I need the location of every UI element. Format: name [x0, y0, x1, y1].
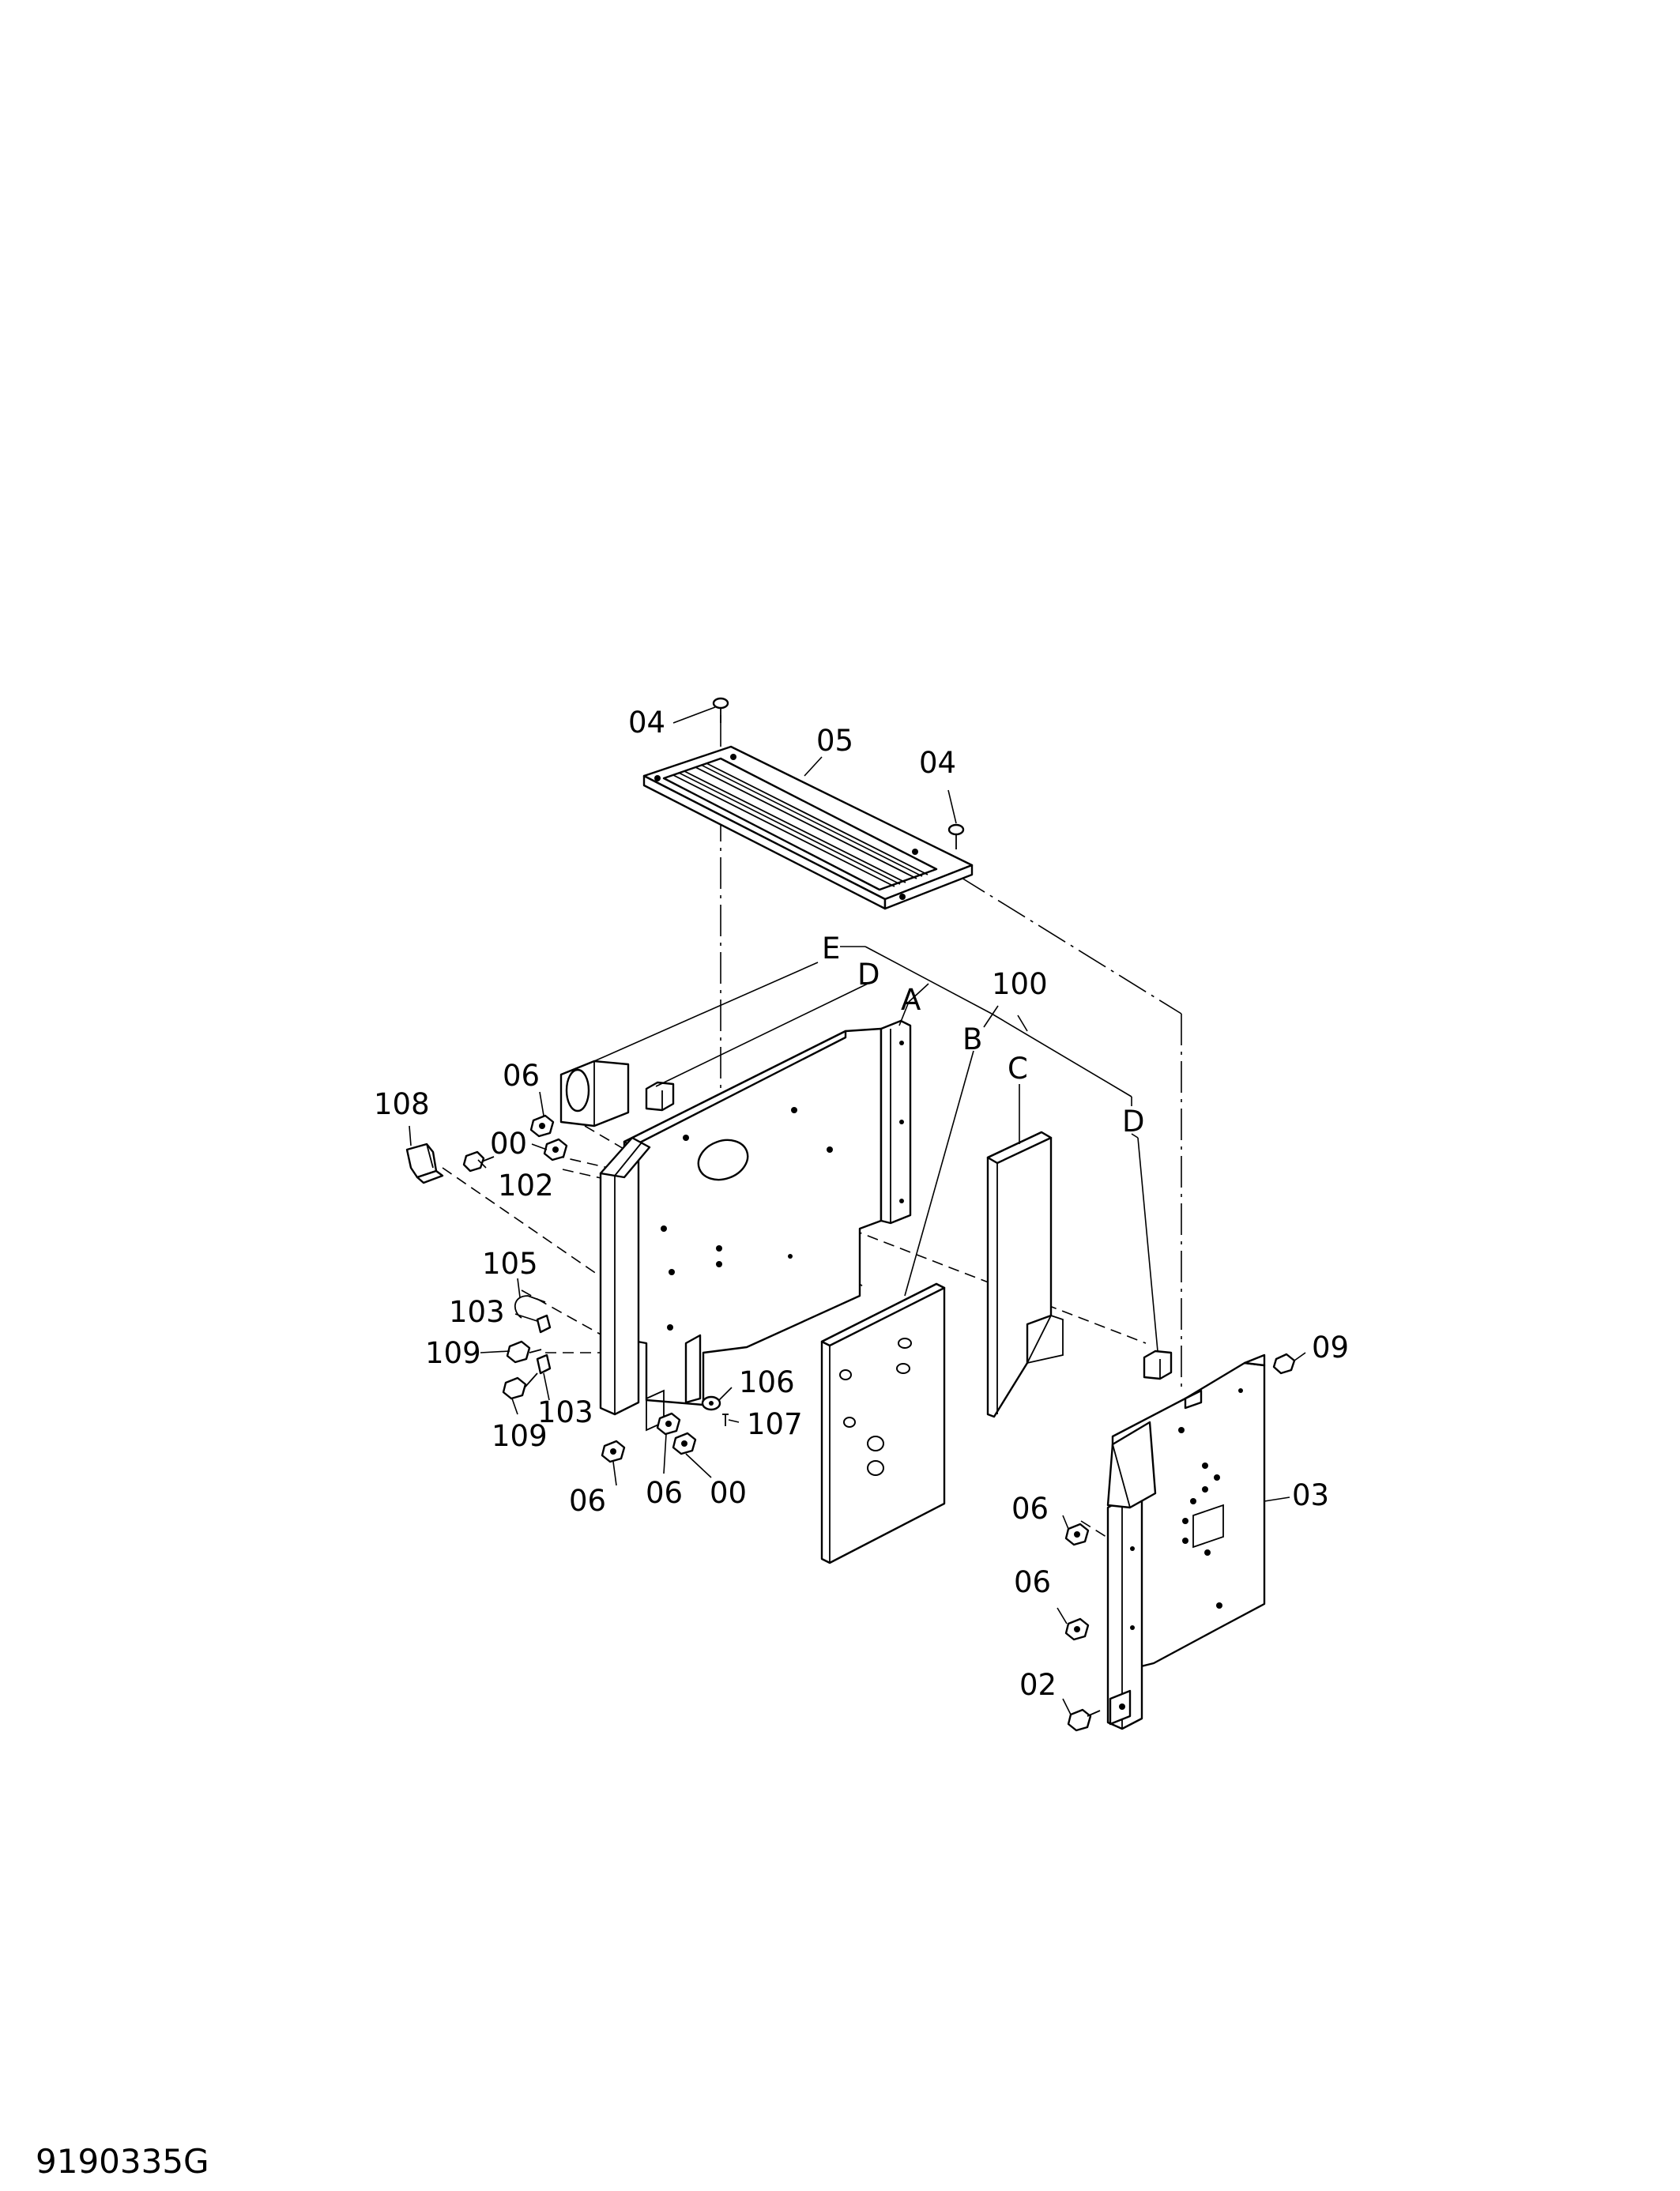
callout-05: 05 — [816, 724, 853, 758]
callout-103-lower: 103 — [537, 1395, 593, 1429]
side-panel-03 — [1106, 1353, 1266, 1730]
nut-06-right-lower-icon — [1064, 1617, 1090, 1641]
main-panel — [599, 1019, 912, 1432]
callout-D-lower: D — [1122, 1105, 1145, 1139]
pad-B — [820, 1282, 946, 1564]
callout-107: 107 — [747, 1407, 803, 1441]
callout-102: 102 — [498, 1169, 554, 1203]
pin-107-icon — [722, 1414, 729, 1426]
callout-106: 106 — [739, 1365, 795, 1399]
bolt-109-upper-icon — [506, 1340, 542, 1364]
callout-D-upper: D — [857, 958, 880, 992]
callout-04-left: 04 — [628, 706, 665, 740]
pad-D-upper — [645, 1081, 675, 1112]
callout-00-bottom: 00 — [710, 1476, 747, 1510]
callout-108: 108 — [374, 1087, 430, 1121]
callout-06-right-upper: 06 — [1011, 1492, 1049, 1526]
bolt-102-icon — [462, 1150, 495, 1173]
clip-103-lower-icon — [536, 1353, 552, 1375]
callout-06-top: 06 — [503, 1059, 540, 1093]
screw-04-right-icon — [947, 823, 965, 849]
drawing-code: 9190335G — [36, 2142, 209, 2181]
callout-02: 02 — [1019, 1668, 1057, 1702]
bolt-109-lower-icon — [502, 1372, 538, 1400]
fasteners — [462, 1114, 1296, 1732]
clip-bracket-108 — [405, 1143, 444, 1184]
callout-03: 03 — [1292, 1478, 1329, 1512]
callout-109-upper: 109 — [425, 1336, 481, 1370]
screw-04-left-icon — [712, 697, 729, 723]
callout-06-bottom-left: 06 — [569, 1484, 606, 1518]
nut-06-bottom-left-icon — [601, 1440, 626, 1463]
duct-block-E — [559, 1060, 630, 1127]
callout-100: 100 — [992, 967, 1048, 1001]
nut-06-bottom-mid-icon — [656, 1412, 681, 1436]
clip-103-upper-icon — [536, 1314, 552, 1334]
callout-09: 09 — [1312, 1331, 1349, 1365]
leader-lines — [409, 706, 1306, 1715]
bolt-09-icon — [1272, 1353, 1296, 1375]
callout-103-upper: 103 — [449, 1295, 505, 1329]
callout-06-right-lower: 06 — [1014, 1565, 1051, 1599]
callout-E: E — [822, 932, 840, 966]
hook-105-icon — [514, 1295, 546, 1319]
pad-D-lower — [1143, 1350, 1173, 1380]
callout-B: B — [962, 1022, 982, 1056]
callout-labels: 04 05 04 E D A 100 B C D 06 108 00 102 1… — [374, 706, 1349, 1702]
bolt-02-icon — [1067, 1708, 1101, 1732]
nut-06-icon — [529, 1114, 555, 1138]
callout-105: 105 — [482, 1247, 538, 1281]
nut-06-right-upper-icon — [1064, 1523, 1090, 1546]
callout-C: C — [1008, 1052, 1028, 1086]
pad-C — [986, 1131, 1064, 1418]
callout-109-lower: 109 — [492, 1419, 548, 1453]
grille-panel-05 — [642, 745, 974, 910]
callout-04-right: 04 — [919, 746, 956, 780]
nut-00-icon — [543, 1138, 568, 1161]
callout-A: A — [901, 983, 921, 1017]
washer-106-icon — [701, 1395, 721, 1411]
callout-06-bottom-mid: 06 — [646, 1476, 683, 1510]
callout-00-top: 00 — [490, 1127, 527, 1161]
nut-00-bottom-icon — [672, 1432, 697, 1455]
